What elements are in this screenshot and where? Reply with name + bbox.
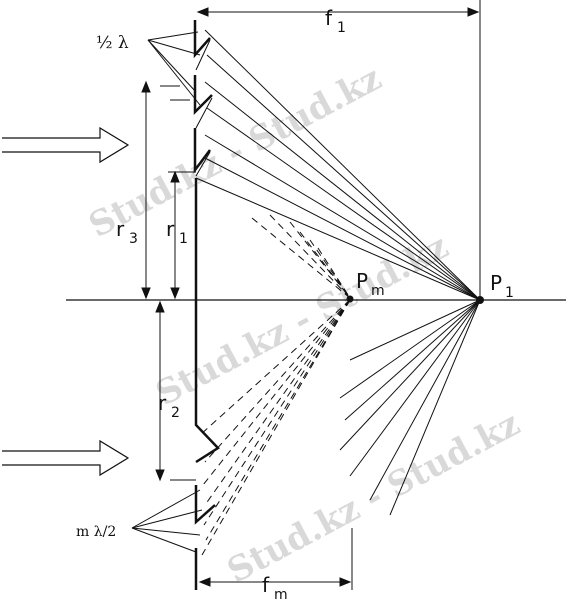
m-lambda-leaders: [131, 489, 203, 553]
m-lambda-half-label: m λ/2: [76, 524, 116, 540]
focal-point-pm: [346, 295, 354, 303]
dashed-rays-to-pm: [199, 214, 351, 556]
p1-label: P 1: [490, 271, 514, 301]
half-lambda-label: ½ λ: [96, 33, 129, 53]
r2-label-sub: 2: [171, 405, 180, 421]
r2-dimension: [155, 300, 196, 482]
watermark: Stud.kz - Stud.kz Stud.kz - Stud.kz Stud…: [83, 58, 527, 592]
half-lambda-leaders: [147, 31, 201, 106]
r3-label-sub: 3: [129, 231, 138, 247]
r2-label-base: r: [158, 391, 167, 415]
r2-label: r 2: [158, 391, 180, 421]
fm-dimension: [198, 528, 353, 590]
r3-label: r 3: [116, 217, 138, 247]
fm-label: f m: [262, 573, 288, 600]
r1-label: r 1: [166, 217, 188, 247]
pm-label-base: P: [356, 269, 368, 293]
p1-label-base: P: [490, 271, 502, 295]
pm-label-sub: m: [371, 283, 385, 299]
fm-label-sub: m: [274, 587, 288, 600]
fm-label-base: f: [262, 573, 270, 597]
pm-label: P m: [356, 269, 385, 299]
f1-label-base: f: [325, 6, 333, 30]
rays-below-p1: [339, 299, 481, 516]
zone-plate: [193, 20, 220, 590]
incident-arrow-bottom: [2, 439, 130, 477]
watermark-text-lower: Stud.kz - Stud.kz: [221, 404, 526, 592]
r1-label-base: r: [166, 217, 175, 241]
r1-dimension: [168, 170, 196, 300]
r3-dimension: [141, 80, 180, 300]
focal-point-p1: [476, 296, 484, 304]
f1-dimension: [196, 0, 481, 300]
p1-label-sub: 1: [505, 285, 514, 301]
r3-label-base: r: [116, 217, 125, 241]
r1-label-sub: 1: [179, 231, 188, 247]
f1-label: f 1: [325, 6, 346, 36]
incident-arrow-top: [2, 126, 130, 164]
rays-to-p1: [195, 29, 481, 301]
f1-label-sub: 1: [337, 20, 346, 36]
